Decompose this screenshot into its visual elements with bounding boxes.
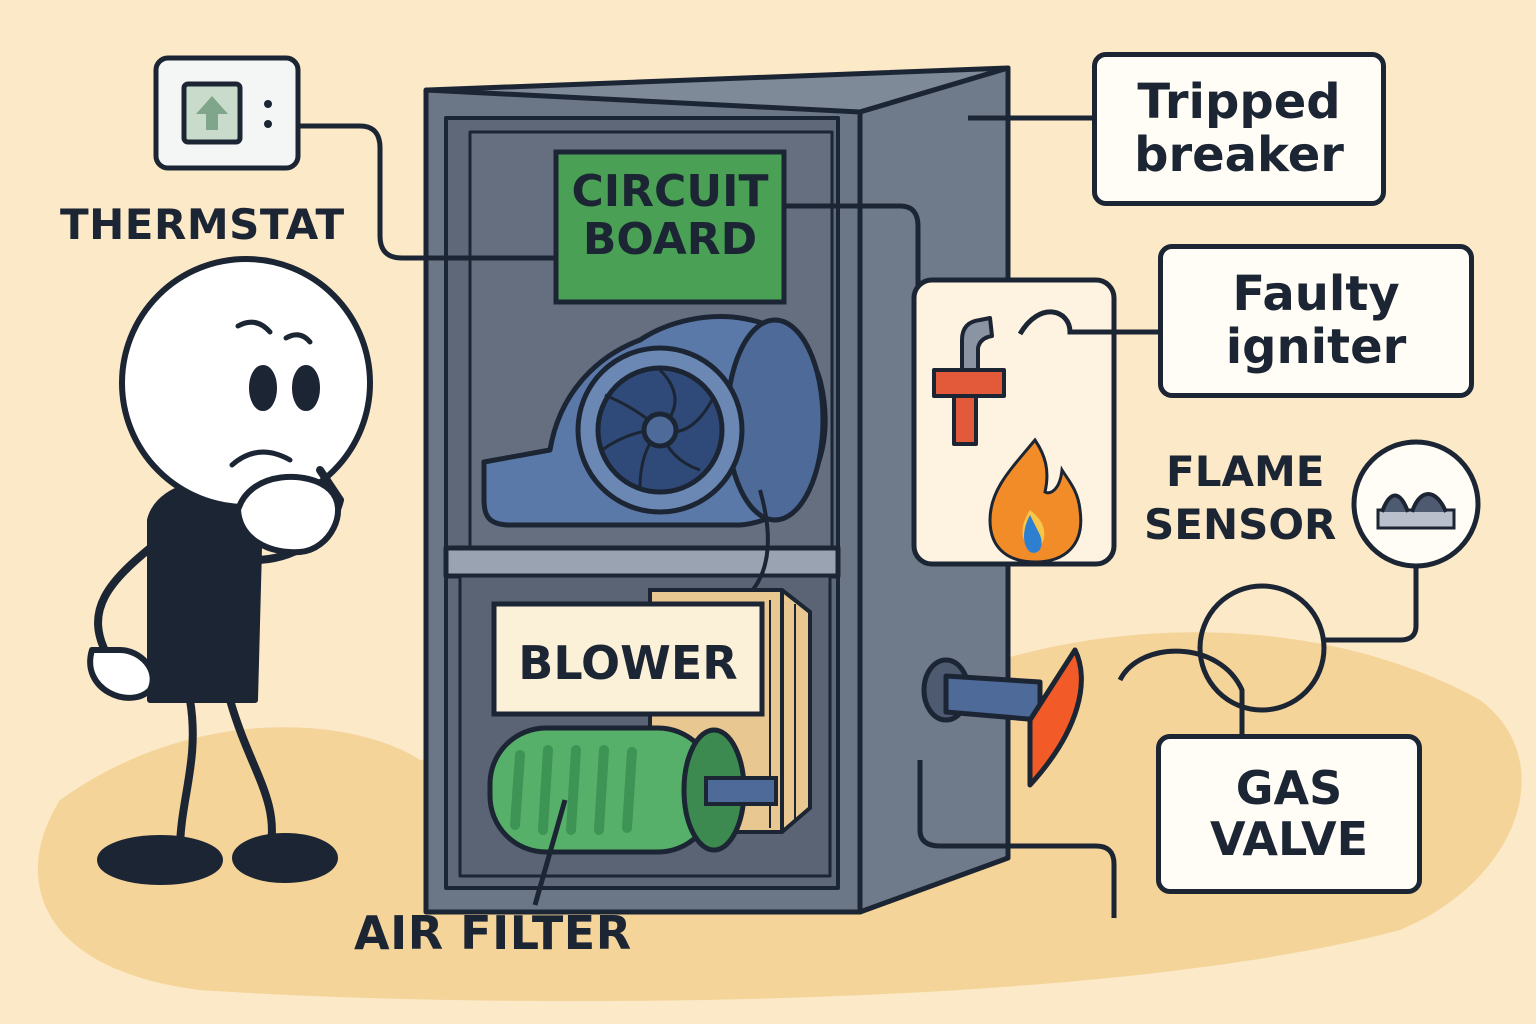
faulty-igniter-line2: igniter [1225, 319, 1407, 375]
circuit-board-label: CIRCUIT BOARD [556, 166, 784, 266]
air-filter-label: AIR FILTER [354, 906, 632, 960]
tripped-breaker-box: Tripped breaker [1092, 52, 1386, 206]
circuit-board-panel [553, 149, 787, 305]
blower-label: BLOWER [518, 636, 738, 690]
tripped-breaker-line1: Tripped [1137, 74, 1341, 131]
circuit-board-label-line1: CIRCUIT [571, 166, 769, 217]
faulty-igniter-line1: Faulty [1232, 266, 1400, 323]
igniter-wire [1017, 309, 1160, 336]
gas-valve-box: GAS VALVE [1156, 734, 1422, 894]
flame-sensor-line2: SENSOR [1144, 499, 1337, 549]
air-filter-pointer [532, 799, 568, 906]
faulty-igniter-box: Faulty igniter [1158, 244, 1474, 398]
thermostat-wire [298, 123, 556, 261]
flame-sensor-icon [1351, 439, 1481, 569]
blower-fan-icon [481, 314, 828, 528]
gas-pipe-icon [921, 647, 1084, 788]
flame-sensor-wire [1322, 566, 1419, 643]
flame-sensor-line1: FLAME [1166, 447, 1325, 496]
blower-label-plate [491, 601, 765, 717]
arrow-up-icon [196, 96, 228, 130]
filter-roll [487, 725, 778, 855]
gas-valve-indicator [1197, 583, 1327, 713]
flame-sensor-label: FLAME SENSOR [1144, 446, 1344, 551]
thermostat-label: THERMSTAT [60, 200, 345, 249]
circuit-board-label-line2: BOARD [582, 214, 758, 266]
igniter-icon [932, 316, 1006, 446]
tripped-breaker-line2: breaker [1134, 127, 1344, 183]
gas-valve-line1: GAS [1235, 761, 1343, 816]
flame-icon [988, 437, 1083, 564]
thermostat-icon [153, 55, 301, 171]
gas-line [917, 760, 1117, 918]
confused-person [87, 256, 373, 885]
gas-valve-wire [1117, 648, 1245, 740]
gas-valve-line2: VALVE [1209, 812, 1369, 866]
